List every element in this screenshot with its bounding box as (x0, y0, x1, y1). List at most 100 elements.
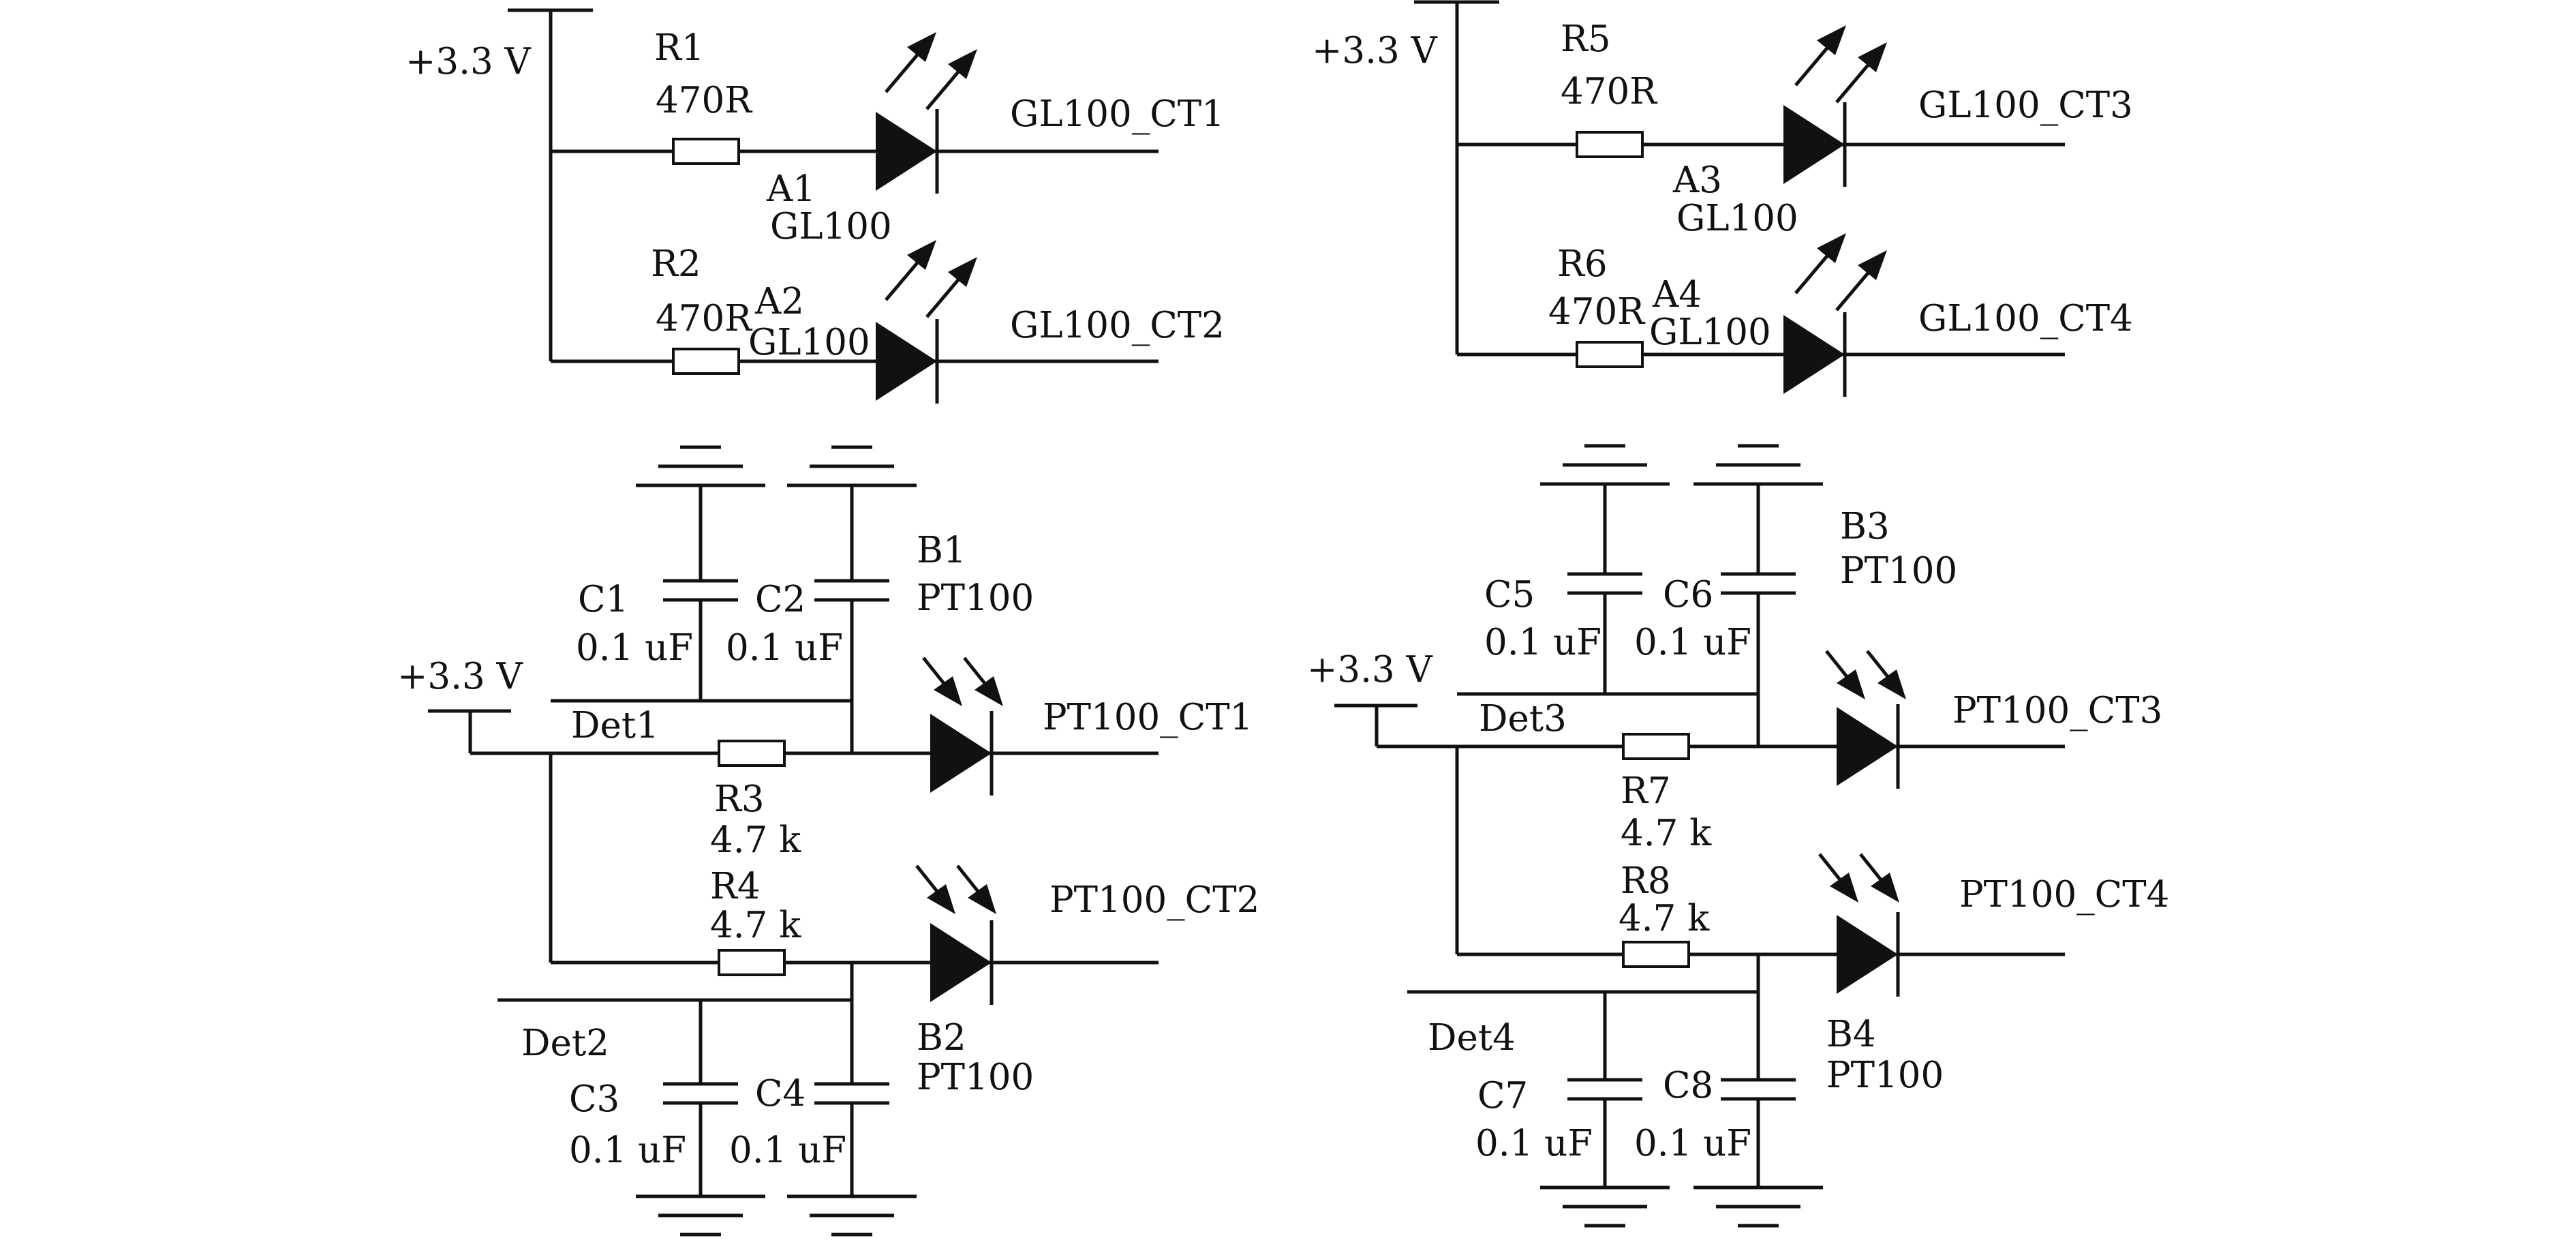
ground-c8-symbol (1693, 1188, 1823, 1226)
led-a2-symbol (876, 319, 937, 404)
det4-label: Det4 (1428, 1017, 1516, 1059)
r1-value: 470R (656, 80, 753, 121)
c4-ref: C4 (755, 1073, 806, 1115)
a2-ref: A2 (754, 281, 804, 322)
capacitor-c6-symbol (1721, 574, 1796, 593)
capacitor-c3-symbol (663, 1084, 738, 1103)
resistor-r2-symbol (672, 348, 740, 375)
photodiode-b3-symbol (1837, 704, 1898, 789)
led-a3-symbol (1783, 102, 1845, 187)
b3-ref: B3 (1840, 506, 1890, 547)
supply-label-q4: +3.3 V (1307, 649, 1434, 691)
r2-ref: R2 (651, 243, 701, 285)
ground-c5-symbol (1540, 446, 1670, 484)
r7-ref: R7 (1621, 770, 1671, 812)
detector-circuit-right (1334, 484, 2065, 1188)
r3-value: 4.7 k (710, 819, 801, 861)
r8-ref: R8 (1621, 860, 1671, 902)
r6-value: 470R (1548, 291, 1646, 333)
c8-ref: C8 (1663, 1065, 1713, 1106)
led-a1-emission-arrows (886, 32, 977, 109)
photodiode-b1-incident-arrows (923, 658, 1003, 706)
b2-ref: B2 (917, 1017, 966, 1059)
ground-c6-symbol (1693, 446, 1823, 484)
det1-label: Det1 (571, 705, 659, 746)
r5-ref: R5 (1561, 18, 1611, 60)
supply-label-q1: +3.3 V (405, 41, 532, 82)
a3-ref: A3 (1672, 160, 1722, 201)
a4-part: GL100 (1649, 312, 1771, 353)
resistor-r3-symbol (718, 740, 786, 767)
r5-value: 470R (1561, 71, 1658, 112)
ground-c2-symbol (787, 447, 917, 485)
net-gl100-ct4: GL100_CT4 (1918, 298, 2133, 339)
c6-value: 0.1 uF (1634, 622, 1751, 663)
net-pt100-ct3: PT100_CT3 (1952, 690, 2162, 731)
capacitor-c4-symbol (814, 1084, 889, 1103)
c7-ref: C7 (1477, 1075, 1528, 1117)
c5-value: 0.1 uF (1484, 622, 1601, 663)
net-pt100-ct4: PT100_CT4 (1959, 874, 2169, 916)
b3-part: PT100 (1840, 550, 1957, 592)
r3-ref: R3 (714, 778, 765, 820)
photodiode-b3-incident-arrows (1826, 651, 1906, 699)
a1-ref: A1 (766, 168, 816, 210)
capacitor-c2-symbol (814, 581, 889, 600)
resistor-r8-symbol (1622, 941, 1690, 968)
led-a4-symbol (1783, 312, 1845, 397)
ground-c3-symbol (636, 1196, 765, 1235)
net-gl100-ct2: GL100_CT2 (1010, 305, 1225, 346)
net-pt100-ct1: PT100_CT1 (1043, 697, 1253, 738)
a4-ref: A4 (1652, 274, 1702, 316)
ground-c7-symbol (1540, 1188, 1670, 1226)
r4-ref: R4 (710, 866, 761, 907)
detector-circuit-left (428, 485, 1159, 1196)
c2-value: 0.1 uF (726, 627, 843, 669)
r6-ref: R6 (1557, 243, 1608, 285)
b1-ref: B1 (917, 530, 966, 571)
c2-ref: C2 (755, 579, 806, 620)
r7-value: 4.7 k (1621, 813, 1712, 854)
c1-value: 0.1 uF (576, 627, 693, 669)
led-a2-emission-arrows (886, 240, 977, 317)
b4-ref: B4 (1826, 1014, 1876, 1055)
resistor-r1-symbol (672, 138, 740, 165)
led-a3-emission-arrows (1796, 25, 1887, 102)
capacitor-c7-symbol (1567, 1080, 1642, 1099)
resistor-r5-symbol (1576, 131, 1644, 158)
c8-value: 0.1 uF (1634, 1123, 1751, 1164)
led-a1-symbol (876, 109, 937, 194)
photodiode-b4-symbol (1837, 912, 1898, 997)
net-pt100-ct2: PT100_CT2 (1049, 879, 1259, 921)
r2-value: 470R (656, 298, 753, 339)
net-gl100-ct3: GL100_CT3 (1918, 85, 2133, 126)
r8-value: 4.7 k (1619, 898, 1710, 939)
emitter-circuit-left (508, 8, 1159, 363)
c5-ref: C5 (1484, 574, 1535, 616)
led-a4-emission-arrows (1796, 233, 1887, 310)
a1-part: GL100 (770, 206, 892, 247)
photodiode-b4-incident-arrows (1820, 854, 1899, 903)
r1-ref: R1 (654, 27, 705, 69)
supply-label-q3: +3.3 V (397, 656, 524, 697)
capacitor-c1-symbol (663, 581, 738, 600)
a2-part: GL100 (748, 322, 870, 363)
photodiode-b2-symbol (930, 920, 992, 1005)
capacitor-c8-symbol (1721, 1080, 1796, 1099)
c6-ref: C6 (1663, 574, 1713, 616)
c7-value: 0.1 uF (1475, 1123, 1593, 1164)
c3-ref: C3 (569, 1078, 619, 1120)
c3-value: 0.1 uF (569, 1130, 686, 1171)
emitter-circuit-right (1414, 0, 2065, 357)
resistor-r7-symbol (1622, 733, 1690, 760)
det2-label: Det2 (521, 1023, 609, 1064)
capacitor-c5-symbol (1567, 574, 1642, 593)
resistor-r6-symbol (1576, 341, 1644, 368)
resistor-r4-symbol (718, 949, 786, 976)
ground-c1-symbol (636, 447, 765, 485)
b1-part: PT100 (917, 577, 1034, 619)
b2-part: PT100 (917, 1057, 1034, 1098)
det3-label: Det3 (1479, 698, 1567, 740)
r4-value: 4.7 k (710, 905, 801, 946)
